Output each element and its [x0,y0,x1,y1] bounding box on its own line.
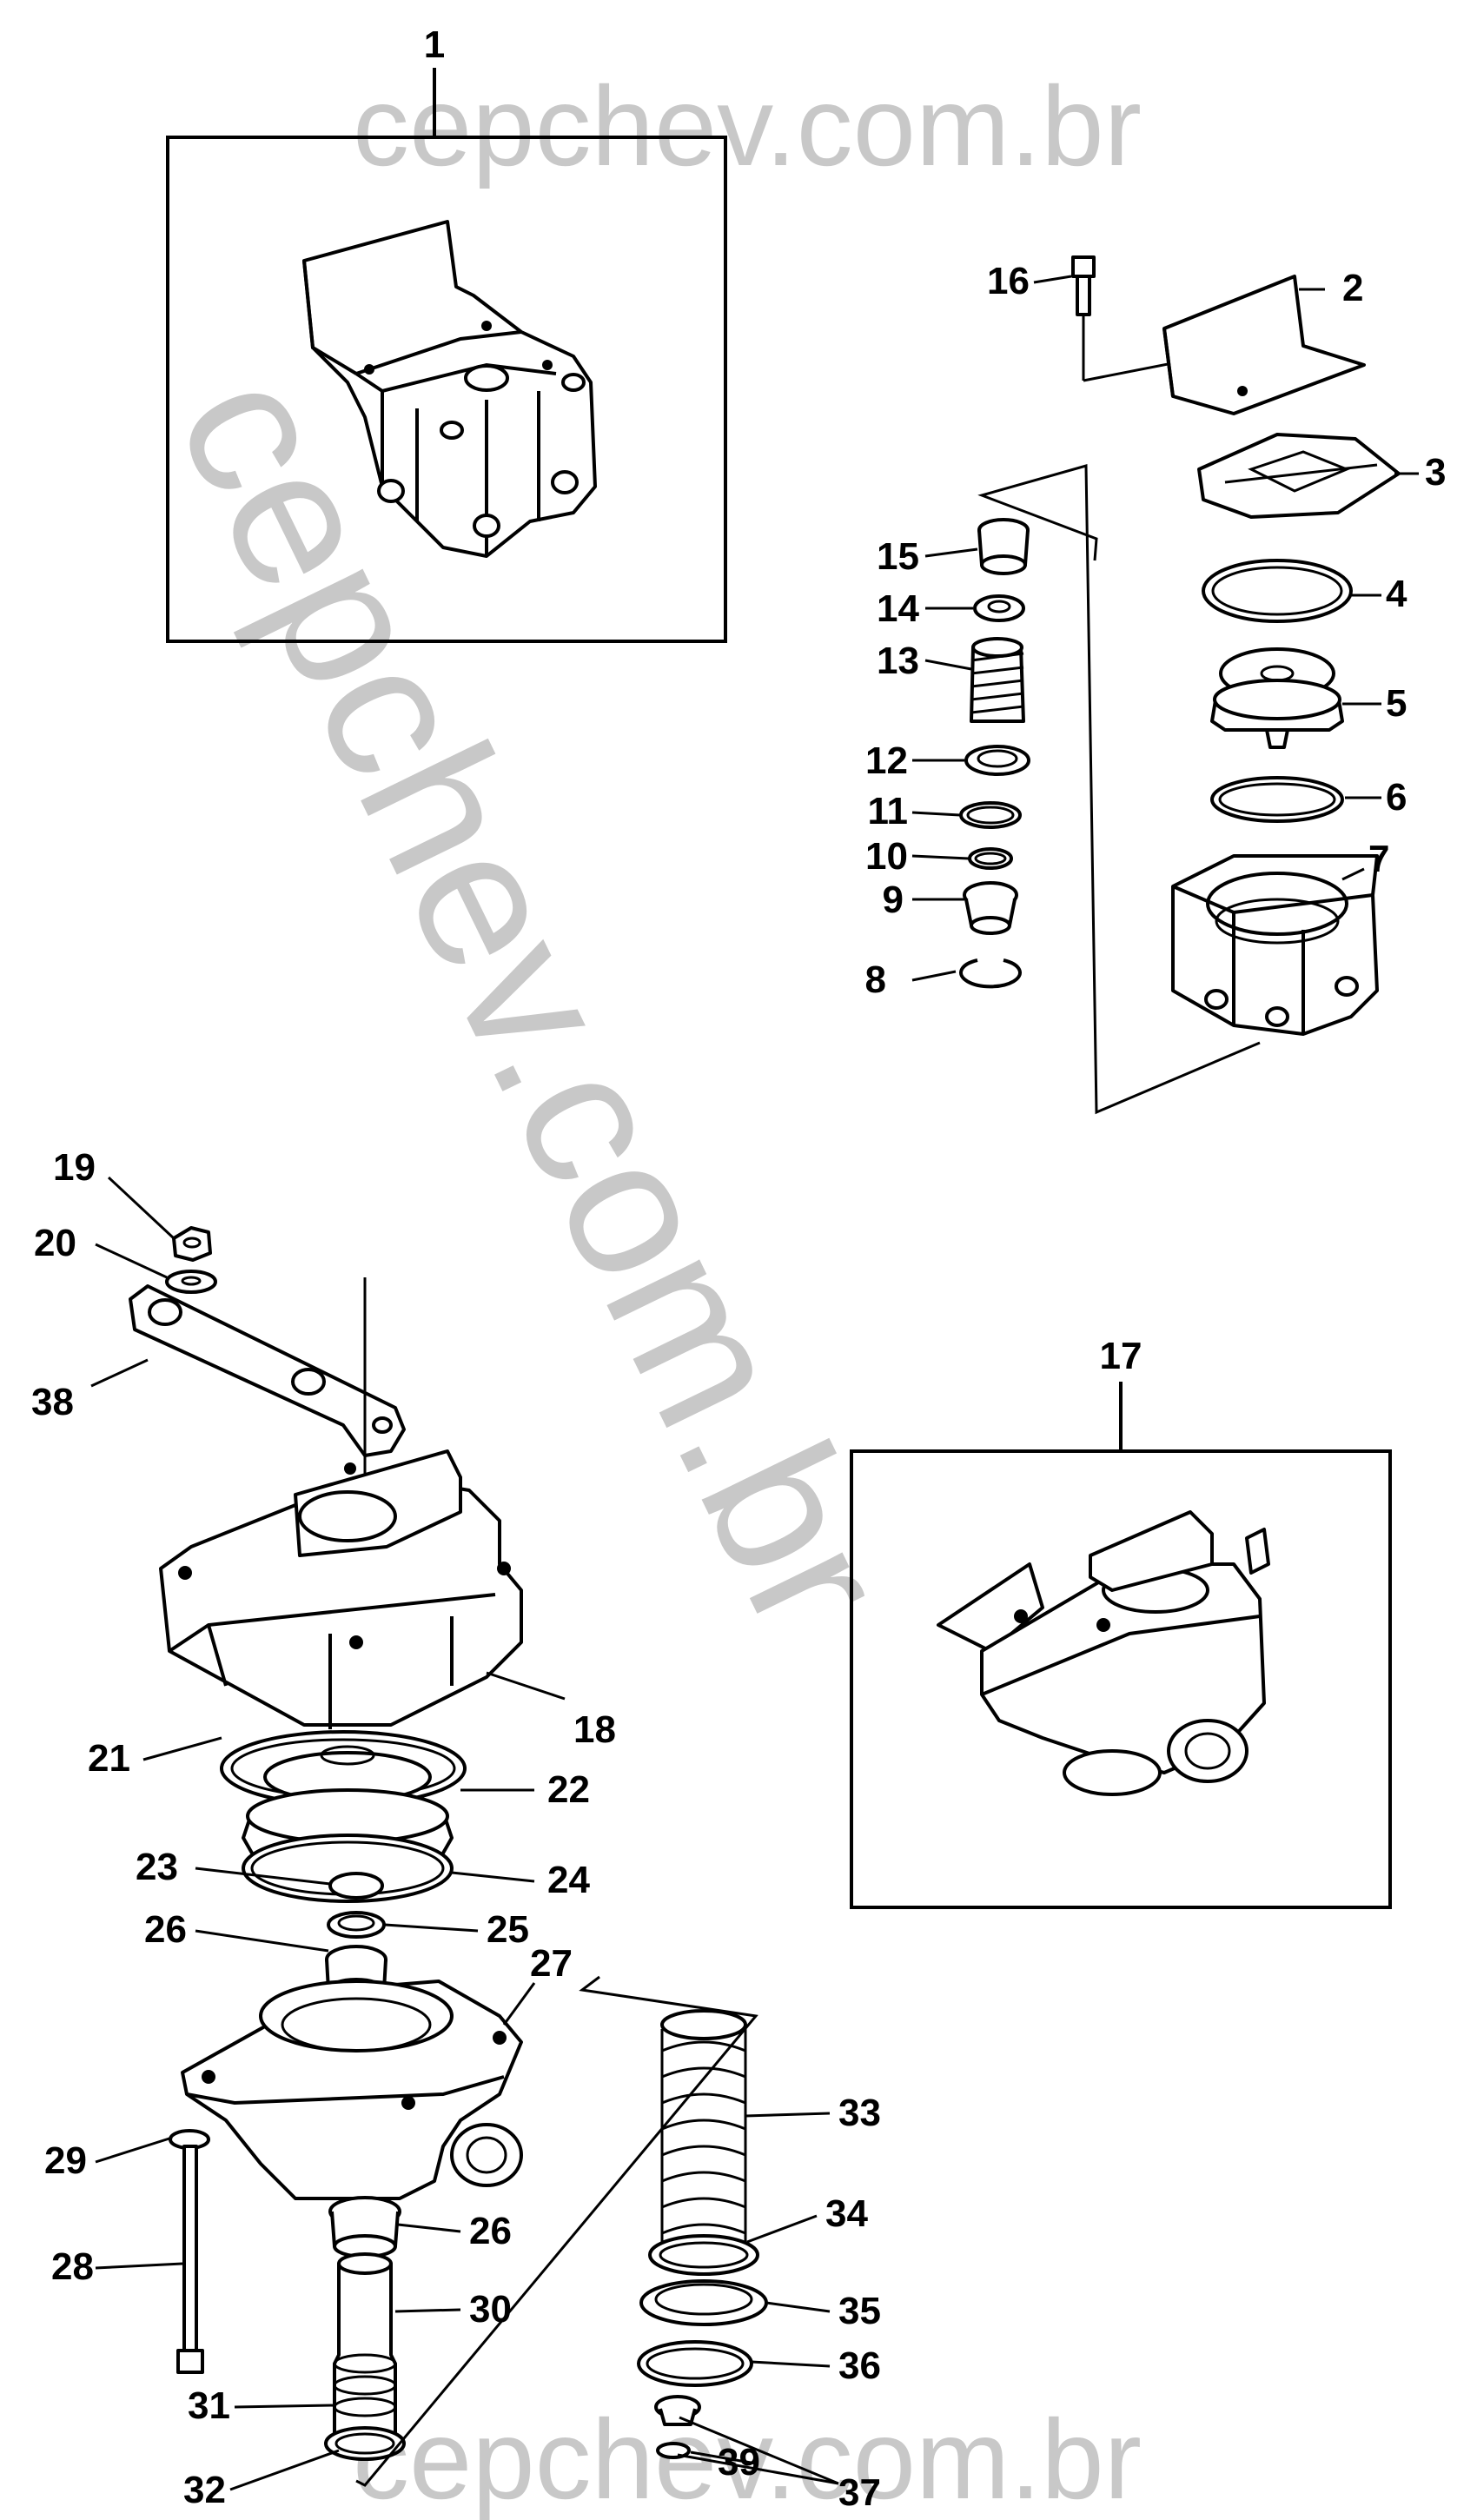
callout-26-lower: 26 [469,2210,512,2252]
callout-6: 6 [1386,776,1407,819]
callout-25: 25 [487,1908,529,1951]
callout-1: 1 [424,23,445,66]
callout-9: 9 [883,879,904,921]
callout-36: 36 [838,2344,881,2387]
callout-15: 15 [877,535,919,578]
callout-4: 4 [1386,573,1407,615]
valve-37 [654,2395,701,2459]
valve-9 [963,881,1018,935]
sleeve-15 [977,518,1030,575]
callout-5: 5 [1386,682,1407,725]
seal-25 [327,1911,386,1939]
nut-19 [172,1226,212,1262]
bolt-28 [169,2129,210,2374]
callout-31: 31 [188,2384,230,2427]
bracket-38 [129,1284,406,1457]
callout-28: 28 [51,2245,94,2288]
spring-33 [660,2009,747,2242]
callout-21: 21 [88,1737,130,1780]
callout-39: 39 [718,2441,760,2484]
assembly-bracket-33-39 [355,1975,758,2487]
callout-22: 22 [547,1768,590,1811]
assembly-bracket-8-15 [977,464,1261,1115]
callout-37: 37 [838,2471,881,2514]
assembly-1-inset [166,68,727,643]
upper-body-18 [159,1449,523,1729]
callout-34: 34 [825,2192,868,2235]
callout-18: 18 [573,1708,616,1751]
piston-5 [1210,647,1344,749]
plunger-30 [333,2252,397,2435]
seat-14 [973,594,1025,622]
plate-3 [1197,433,1401,519]
callout-17: 17 [1100,1335,1143,1377]
callout-19: 19 [53,1146,96,1189]
callout-33: 33 [838,2092,881,2134]
callout-3: 3 [1425,451,1446,494]
seat-35 [639,2279,768,2326]
callout-13: 13 [877,640,919,682]
assembly-1-body [302,220,597,558]
callout-20: 20 [34,1222,76,1264]
o-ring-24 [242,1834,454,1903]
leader-lines [90,275,1419,2491]
lower-body-27 [181,1980,523,2200]
callout-32: 32 [183,2469,226,2511]
washer-20 [165,1270,217,1294]
washer-12 [964,745,1030,776]
callout-10: 10 [865,835,908,878]
bracket-2 [1162,275,1366,415]
callout-14: 14 [877,587,919,630]
callout-11: 11 [867,790,908,832]
callout-29: 29 [44,2139,87,2182]
o-ring-6 [1210,776,1344,823]
callout-30: 30 [469,2288,512,2331]
assembly-17-body [937,1510,1270,1796]
watermark-bottom: cepchev.com.br [353,2396,1142,2520]
spring-13 [970,637,1025,723]
callout-24: 24 [547,1859,590,1901]
callout-12: 12 [865,739,908,782]
ring-10 [968,847,1013,870]
ring-11 [959,801,1022,829]
callout-26-upper: 26 [144,1908,187,1951]
callout-38: 38 [31,1381,74,1423]
watermark-diagonal: cepchev.com.br [136,340,931,1663]
callout-35: 35 [838,2290,881,2332]
callout-8: 8 [865,958,886,1001]
assembly-17-inset [850,1382,1392,1909]
callout-7: 7 [1368,838,1389,880]
snap-ring-8 [959,958,1022,989]
callout-27: 27 [530,1942,573,1985]
housing-7 [1171,854,1379,1036]
callout-2: 2 [1342,267,1363,309]
watermark-top: cepchev.com.br [353,63,1142,189]
callout-16: 16 [987,260,1030,302]
callout-23: 23 [136,1846,178,1888]
ring-23 [328,1872,384,1900]
assembly-1-frame [166,136,727,643]
o-ring-4 [1202,559,1353,623]
guide-26-lower [328,2196,401,2258]
bolt-16 [1071,255,1200,382]
